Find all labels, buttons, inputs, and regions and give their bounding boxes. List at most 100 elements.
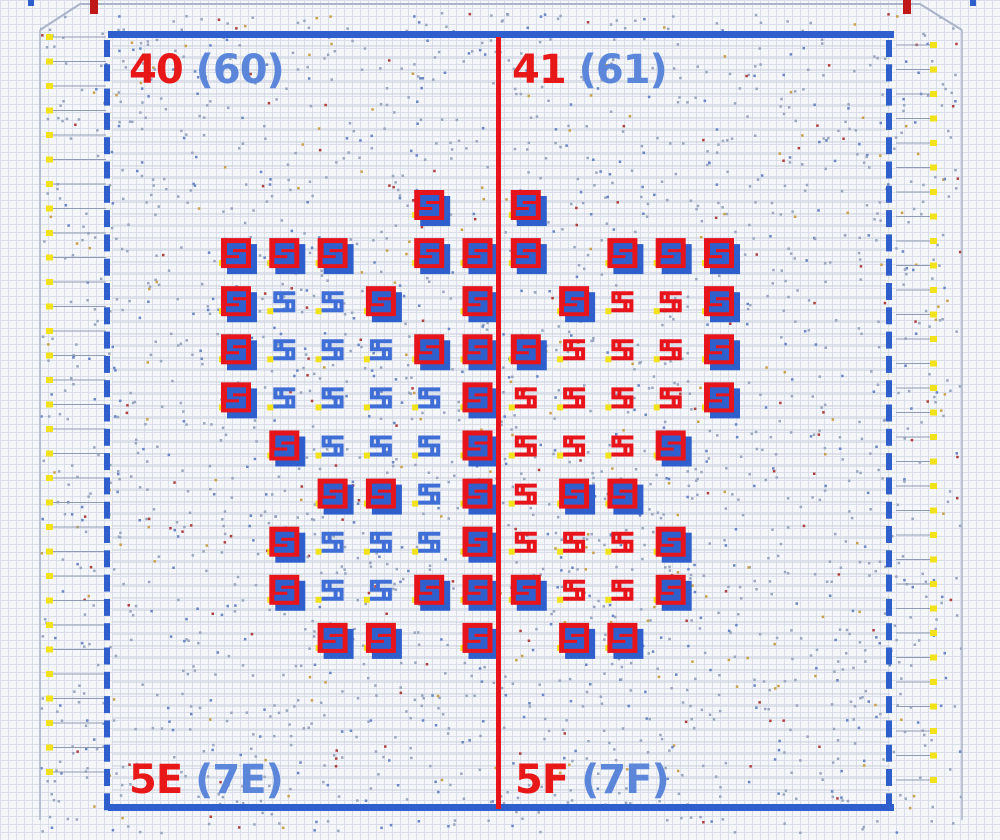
spiral-glyph-outline-icon (517, 534, 535, 551)
spiral-glyph-filled-icon (661, 532, 681, 553)
cell-pin (654, 308, 660, 314)
spiral-cell-filled (461, 623, 499, 659)
spiral-glyph-outline-icon (372, 438, 390, 455)
spiral-cell-outline-blue (267, 341, 293, 362)
label-bottom-right-primary: 5F (515, 757, 568, 803)
cell-pin (316, 404, 322, 410)
label-bottom-left-primary: 5E (129, 757, 182, 803)
spiral-cell-outline-blue (267, 293, 293, 314)
spiral-cell-filled (702, 334, 740, 370)
spiral-glyph-outline-icon (613, 341, 631, 358)
spiral-cell-filled (461, 382, 499, 418)
spiral-cell-filled (509, 238, 547, 274)
spiral-glyph-outline-icon (372, 389, 390, 406)
label-top-right: 41 (61) (512, 50, 667, 90)
spiral-glyph-filled-icon (564, 291, 584, 312)
spiral-cell-outline-blue (316, 389, 342, 410)
spiral-glyph-filled-icon (612, 243, 632, 264)
spiral-cell-filled (557, 286, 595, 322)
spiral-cell-outline-blue (316, 341, 342, 362)
spiral-glyph-outline-icon (662, 389, 680, 406)
spiral-cell-outline-red (654, 389, 680, 410)
spiral-glyph-outline-icon (613, 389, 631, 406)
spiral-glyph-outline-icon (565, 582, 583, 599)
spiral-cell-outline-red (557, 534, 583, 555)
cell-pin (412, 549, 418, 555)
spiral-cell-outline-blue (412, 438, 438, 459)
cell-pin (557, 356, 563, 362)
spiral-cell-outline-blue (267, 389, 293, 410)
spiral-glyph-filled-icon (564, 484, 584, 505)
spiral-cell-outline-blue (412, 389, 438, 410)
spiral-glyph-outline-icon (372, 582, 390, 599)
spiral-cell-filled (364, 623, 402, 659)
spiral-cell-filled (219, 238, 257, 274)
spiral-glyph-filled-icon (516, 580, 536, 601)
spiral-cell-filled (267, 238, 305, 274)
cell-pin (605, 597, 611, 603)
label-top-left-secondary: (60) (196, 47, 284, 93)
spiral-glyph-filled-icon (516, 195, 536, 216)
spiral-cell-filled (702, 238, 740, 274)
cell-pin (316, 356, 322, 362)
spiral-glyph-filled-icon (468, 484, 488, 505)
spiral-glyph-filled-icon (612, 628, 632, 649)
spiral-cell-outline-blue (316, 293, 342, 314)
spiral-glyph-outline-icon (613, 438, 631, 455)
spiral-cell-outline-blue (316, 534, 342, 555)
spiral-cell-filled (461, 527, 499, 563)
spiral-cell-filled (509, 190, 547, 226)
spiral-cell-filled (557, 623, 595, 659)
spiral-cell-filled (654, 431, 692, 467)
cell-pin (412, 501, 418, 507)
spiral-cell-filled (557, 479, 595, 515)
spiral-glyph-filled-icon (323, 243, 343, 264)
label-top-right-primary: 41 (512, 47, 566, 93)
spiral-glyph-filled-icon (468, 532, 488, 553)
spiral-cell-outline-blue (364, 389, 390, 410)
cell-pin (509, 404, 515, 410)
spiral-cell-outline-red (557, 389, 583, 410)
cell-pin (654, 356, 660, 362)
spiral-cell-filled (605, 238, 643, 274)
spiral-glyph-filled-icon (661, 243, 681, 264)
label-top-left-primary: 40 (129, 47, 183, 93)
spiral-cell-filled (654, 575, 692, 611)
spiral-cell-outline-red (509, 438, 535, 459)
spiral-cell-filled (412, 190, 450, 226)
spiral-glyph-filled-icon (226, 243, 246, 264)
spiral-cell-outline-red (509, 534, 535, 555)
cell-pin (364, 356, 370, 362)
label-bottom-right-secondary: (7F) (581, 757, 669, 803)
spiral-glyph-filled-icon (709, 243, 729, 264)
spiral-glyph-filled-icon (323, 484, 343, 505)
spiral-cell-filled (364, 479, 402, 515)
spiral-glyph-outline-icon (324, 293, 342, 310)
cell-pin (557, 453, 563, 459)
cell-pin (267, 356, 273, 362)
spiral-cell-filled (461, 334, 499, 370)
spiral-glyph-filled-icon (468, 580, 488, 601)
cell-pin (316, 453, 322, 459)
cell-pin (557, 597, 563, 603)
spiral-glyph-outline-icon (517, 486, 535, 503)
spiral-cell-outline-red (509, 389, 535, 410)
spiral-cell-outline-blue (412, 534, 438, 555)
spiral-cell-filled (461, 479, 499, 515)
spiral-glyph-outline-icon (372, 341, 390, 358)
spiral-glyph-filled-icon (468, 387, 488, 408)
spiral-cell-outline-red (557, 438, 583, 459)
cell-pin (316, 549, 322, 555)
cell-pin (267, 308, 273, 314)
spiral-glyph-outline-icon (662, 341, 680, 358)
spiral-cell-outline-red (654, 293, 680, 314)
spiral-glyph-filled-icon (419, 195, 439, 216)
spiral-glyph-filled-icon (419, 243, 439, 264)
spiral-glyph-outline-icon (324, 582, 342, 599)
spiral-cell-filled (316, 623, 354, 659)
spiral-glyph-outline-icon (565, 389, 583, 406)
spiral-cell-filled (412, 238, 450, 274)
spiral-cell-filled (461, 431, 499, 467)
